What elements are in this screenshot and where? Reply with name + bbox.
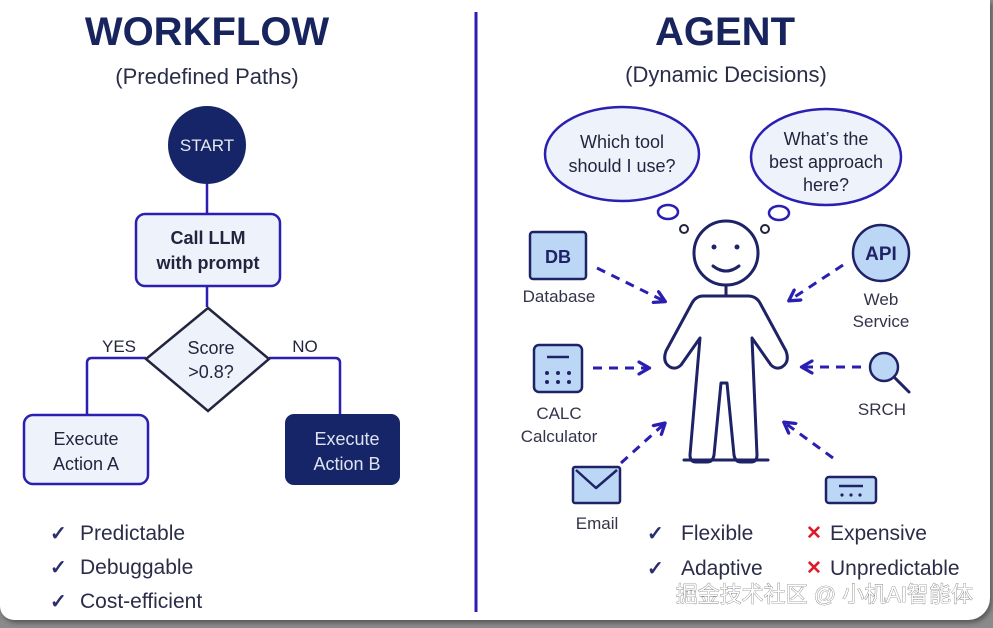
thought-right-line1: What’s the <box>784 129 869 149</box>
calculator-label-line2: Calculator <box>521 427 598 446</box>
agent-con-label: Expensive <box>830 522 927 545</box>
check-icon: ✓ <box>50 557 67 579</box>
arrow-email-to-agent <box>619 424 664 465</box>
cross-icon: ✕ <box>806 558 822 579</box>
agent-figure-icon <box>663 219 789 464</box>
agent-pro-label: Flexible <box>681 522 753 545</box>
thought-right-line3: here? <box>803 175 849 195</box>
action-a-line2: Action A <box>53 454 119 474</box>
yes-label: YES <box>102 337 136 356</box>
thought-bubble-left: Which tool should I use? <box>543 105 701 234</box>
database-icon <box>528 230 588 281</box>
action-b-node: Execute Action B <box>285 414 400 485</box>
tool-api: API Web Service <box>851 223 911 331</box>
tool-arrows <box>593 263 861 465</box>
agent-pro-item: ✓ Adaptive <box>647 557 763 580</box>
agent-pro-label: Adaptive <box>681 557 763 580</box>
tool-search: SRCH <box>858 351 911 419</box>
watermark-text: 掘金技术社区 @ 小机AI智能体 <box>676 582 973 607</box>
decision-line2: >0.8? <box>188 362 234 382</box>
action-a-line1: Execute <box>53 429 118 449</box>
workflow-connectors <box>85 184 342 414</box>
tool-email: Email <box>571 465 622 533</box>
decision-line1: Score <box>187 338 234 358</box>
search-icon <box>868 351 911 394</box>
no-label: NO <box>292 337 318 356</box>
api-label-line1: Web <box>864 290 899 309</box>
workflow-subtitle: (Predefined Paths) <box>115 64 298 89</box>
workflow-pro-label: Debuggable <box>80 556 193 579</box>
check-icon: ✓ <box>647 523 664 545</box>
agent-con-item: ✕ Expensive <box>806 522 927 545</box>
agent-pros-list: ✓ Flexible ✓ Adaptive <box>647 522 763 580</box>
action-b-line1: Execute <box>314 429 379 449</box>
agent-pro-item: ✓ Flexible <box>647 522 753 545</box>
llm-node: Call LLM with prompt <box>134 212 282 288</box>
api-icon-text: API <box>865 244 897 265</box>
api-label-line2: Service <box>853 312 910 331</box>
terminal-icon <box>824 475 878 505</box>
arrow-database-to-agent <box>596 266 664 301</box>
agent-subtitle: (Dynamic Decisions) <box>625 62 827 87</box>
agent-cons-list: ✕ Expensive ✕ Unpredictable <box>806 522 960 580</box>
connector-no-branch <box>269 356 342 414</box>
check-icon: ✓ <box>647 558 664 580</box>
thought-left-line2: should I use? <box>568 156 675 176</box>
workflow-pro-item: ✓ Cost-efficient <box>50 590 202 613</box>
tool-database: DB Database <box>523 230 596 306</box>
thought-right-line2: best approach <box>769 152 883 172</box>
search-label: SRCH <box>858 400 906 419</box>
database-icon-text: DB <box>545 247 571 267</box>
tool-terminal <box>824 475 878 505</box>
start-label: START <box>180 136 234 155</box>
llm-node-line2: with prompt <box>156 253 260 273</box>
workflow-title: WORKFLOW <box>85 10 330 54</box>
email-label: Email <box>576 514 619 533</box>
arrow-terminal-to-agent <box>785 423 834 460</box>
action-b-line2: Action B <box>313 454 380 474</box>
email-icon <box>571 465 622 505</box>
database-label: Database <box>523 287 596 306</box>
workflow-pro-label: Cost-efficient <box>80 590 202 613</box>
api-icon <box>851 223 911 283</box>
start-node: START <box>168 106 246 184</box>
cross-icon: ✕ <box>806 523 822 544</box>
check-icon: ✓ <box>50 523 67 545</box>
action-a-node: Execute Action A <box>22 413 150 486</box>
llm-node-line1: Call LLM <box>171 228 246 248</box>
thought-bubble-right: What’s the best approach here? <box>749 107 903 234</box>
workflow-pro-item: ✓ Predictable <box>50 522 185 545</box>
thought-left-line1: Which tool <box>580 132 664 152</box>
agent-con-item: ✕ Unpredictable <box>806 557 960 580</box>
workflow-pros-list: ✓ Predictable ✓ Debuggable ✓ Cost-effici… <box>50 522 202 613</box>
decision-node: Score >0.8? <box>144 306 271 413</box>
arrow-api-to-agent <box>790 263 844 300</box>
check-icon: ✓ <box>50 591 67 613</box>
tool-calculator: CALC Calculator <box>521 343 598 446</box>
agent-title: AGENT <box>655 10 795 54</box>
agent-con-label: Unpredictable <box>830 557 960 580</box>
calculator-label-line1: CALC <box>536 404 581 423</box>
connector-yes-branch <box>85 356 146 414</box>
workflow-pro-label: Predictable <box>80 522 185 545</box>
calculator-icon <box>532 343 584 394</box>
workflow-pro-item: ✓ Debuggable <box>50 556 193 579</box>
